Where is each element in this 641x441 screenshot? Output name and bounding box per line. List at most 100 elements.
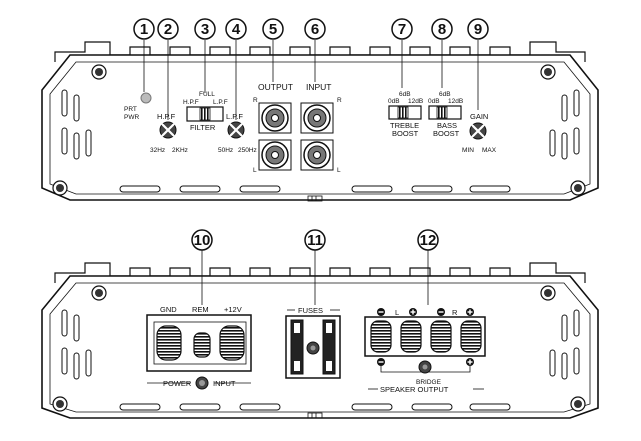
treble-0db-label: 0dB bbox=[388, 98, 400, 105]
callout-9: 9 bbox=[467, 18, 489, 40]
gnd-terminal[interactable] bbox=[156, 325, 182, 361]
output-label: OUTPUT bbox=[258, 82, 293, 92]
bottom-amplifier-panel: GND REM +12V POWER INPUT FUSES bbox=[41, 262, 599, 419]
svg-text:2: 2 bbox=[164, 21, 172, 38]
top-corner-screws bbox=[52, 64, 586, 196]
filter-hpf-label: H.P.F bbox=[183, 99, 199, 106]
svg-text:10: 10 bbox=[194, 232, 211, 249]
speaker-polarity-symbols bbox=[377, 308, 474, 316]
bottom-bottom-slots bbox=[119, 403, 511, 411]
speaker-right-positive-terminal[interactable] bbox=[460, 320, 482, 353]
treble-6db-label: 6dB bbox=[399, 91, 411, 98]
callout-5: 5 bbox=[262, 18, 284, 40]
lpf-min-label: 50Hz bbox=[218, 147, 233, 154]
svg-text:12: 12 bbox=[420, 232, 437, 249]
top-amplifier-panel: PRT PWR H.P.F 32Hz 2KHz FULL H.P.F L.P.F… bbox=[41, 41, 599, 202]
callout-3: 3 bbox=[194, 18, 216, 40]
lpf-label: L.P.F bbox=[226, 112, 243, 121]
top-bottom-slots bbox=[119, 185, 511, 193]
input-label: INPUT bbox=[306, 82, 332, 92]
speaker-r-label: R bbox=[452, 308, 458, 317]
callout-10: 10 bbox=[191, 229, 213, 251]
treble-label: TREBLE bbox=[390, 121, 419, 130]
lpf-max-label: 250Hz bbox=[238, 147, 257, 154]
top-callout-lines bbox=[143, 40, 479, 120]
gain-max-label: MAX bbox=[482, 147, 497, 154]
bass-12db-label: 12dB bbox=[448, 98, 463, 105]
svg-text:5: 5 bbox=[269, 21, 277, 38]
filter-label: FILTER bbox=[190, 123, 216, 132]
bass-6db-label: 6dB bbox=[439, 91, 451, 98]
bridge-label: BRIDGE bbox=[416, 379, 442, 386]
callout-6: 6 bbox=[304, 18, 326, 40]
input-r-label: R bbox=[337, 97, 342, 104]
power-label: POWER bbox=[163, 379, 192, 388]
speaker-output-label: SPEAKER OUTPUT bbox=[380, 385, 449, 394]
bass-boost-label: BOOST bbox=[433, 129, 460, 138]
gnd-label: GND bbox=[160, 305, 177, 314]
top-center-vent bbox=[307, 195, 323, 202]
filter-full-label: FULL bbox=[199, 91, 215, 98]
bottom-center-vent bbox=[307, 412, 323, 419]
svg-text:3: 3 bbox=[201, 21, 209, 38]
fuse-left[interactable] bbox=[290, 319, 304, 375]
callout-8: 8 bbox=[431, 18, 453, 40]
speaker-l-label: L bbox=[395, 308, 399, 317]
top-side-slots bbox=[61, 89, 580, 160]
speaker-left-positive-terminal[interactable] bbox=[400, 320, 422, 353]
bass-0db-label: 0dB bbox=[428, 98, 440, 105]
hpf-knob[interactable] bbox=[159, 121, 177, 139]
hpf-label: H.P.F bbox=[157, 112, 176, 121]
plus12v-label: +12V bbox=[224, 305, 242, 314]
bottom-callout-lines bbox=[201, 250, 429, 305]
fuse-center-screw bbox=[306, 341, 320, 355]
bass-label: BASS bbox=[437, 121, 457, 130]
speaker-right-negative-terminal[interactable] bbox=[430, 320, 452, 353]
gain-min-label: MIN bbox=[462, 147, 474, 154]
callout-1: 1 bbox=[133, 18, 155, 40]
lpf-knob[interactable] bbox=[227, 121, 245, 139]
speaker-left-negative-terminal[interactable] bbox=[370, 320, 392, 353]
callout-11: 11 bbox=[304, 229, 326, 251]
rca-output-right-jack[interactable] bbox=[258, 102, 292, 134]
svg-text:7: 7 bbox=[398, 21, 406, 38]
gain-label: GAIN bbox=[470, 112, 488, 121]
filter-lpf-label: L.P.F bbox=[213, 99, 228, 106]
callout-4: 4 bbox=[225, 18, 247, 40]
svg-text:6: 6 bbox=[311, 21, 319, 38]
plus12v-terminal[interactable] bbox=[219, 325, 245, 361]
rem-terminal[interactable] bbox=[193, 332, 211, 358]
input-l-label: L bbox=[337, 167, 341, 174]
treble-12db-label: 12dB bbox=[408, 98, 423, 105]
rca-input-right-jack[interactable] bbox=[300, 102, 334, 134]
fuse-right[interactable] bbox=[322, 319, 336, 375]
svg-text:11: 11 bbox=[307, 232, 323, 249]
hpf-min-label: 32Hz bbox=[150, 147, 165, 154]
output-r-label: R bbox=[253, 97, 258, 104]
callout-7: 7 bbox=[391, 18, 413, 40]
bass-boost-switch[interactable] bbox=[428, 105, 462, 120]
hpf-max-label: 2KHz bbox=[172, 147, 188, 154]
callout-12: 12 bbox=[417, 229, 439, 251]
prt-label: PRT bbox=[124, 106, 137, 113]
rem-label: REM bbox=[192, 305, 209, 314]
treble-boost-label: BOOST bbox=[392, 129, 419, 138]
pwr-label: PWR bbox=[124, 114, 139, 121]
bridge-screw bbox=[418, 360, 432, 374]
bottom-side-slots bbox=[61, 309, 580, 380]
rca-output-left-jack[interactable] bbox=[258, 139, 292, 171]
input-power-label: INPUT bbox=[213, 379, 236, 388]
callout-2: 2 bbox=[157, 18, 179, 40]
treble-boost-switch[interactable] bbox=[388, 105, 422, 120]
filter-switch[interactable] bbox=[186, 106, 224, 122]
power-input-led bbox=[195, 376, 209, 390]
svg-text:8: 8 bbox=[438, 21, 446, 38]
output-l-label: L bbox=[253, 167, 257, 174]
gain-knob[interactable] bbox=[469, 122, 487, 140]
svg-text:9: 9 bbox=[474, 21, 482, 38]
fuses-label: FUSES bbox=[298, 306, 323, 315]
svg-text:4: 4 bbox=[232, 21, 241, 38]
rca-input-left-jack[interactable] bbox=[300, 139, 334, 171]
